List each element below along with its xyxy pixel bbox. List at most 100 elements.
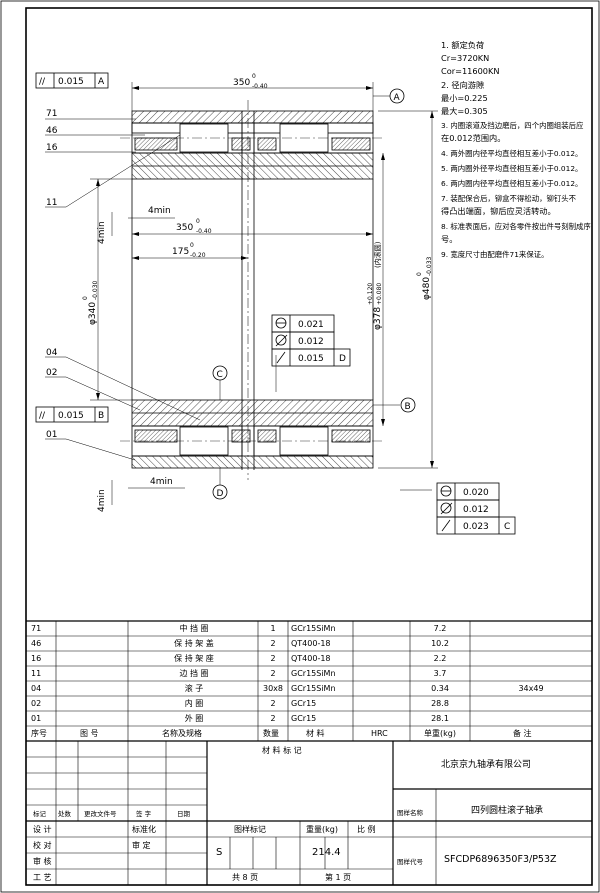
part-name: 外 圈 [184, 714, 204, 723]
part-material: GCr15SiMn [291, 624, 336, 633]
part-material: QT400-18 [291, 639, 331, 648]
part-name: 保 持 架 座 [174, 654, 214, 663]
part-qty: 2 [270, 639, 276, 648]
note-line: 最小=0.225 [441, 93, 488, 103]
header-weight: 单重(kg) [424, 729, 456, 738]
header-material: 材 料 [306, 729, 325, 738]
label-sign: 签 字 [136, 810, 152, 818]
part-qty: 1 [270, 624, 276, 633]
tol-center-3: 0.015 [298, 354, 324, 364]
note-line: 6. 两内圈内径平均直径相互差小于0.012。 [441, 179, 583, 188]
note-line: Cr=3720KN [441, 53, 490, 63]
title-block-grid [26, 741, 592, 885]
label-audit: 审 核 [33, 857, 52, 866]
part-no: 11 [31, 669, 42, 678]
part-remark: 34x49 [518, 684, 544, 693]
part-name: 保 持 架 盖 [174, 639, 214, 648]
dim-width-top-tol: 0 [252, 73, 256, 80]
dim-width-inner-tol: 0 [196, 218, 200, 225]
dim-bore-tol2: -0.030 [92, 280, 99, 300]
mark-value: S [216, 847, 223, 858]
part-material: GCr15 [291, 714, 317, 723]
part-no: 71 [31, 624, 42, 633]
label-check: 校 对 [33, 841, 52, 850]
part-material: GCr15SiMn [291, 669, 336, 678]
label-date: 日期 [177, 810, 190, 818]
label-change-doc: 更改文件号 [84, 810, 117, 818]
tol-center-1: 0.021 [298, 320, 324, 330]
tol-parallel-top-ref: A [98, 77, 105, 87]
part-weight: 7.2 [433, 624, 447, 633]
label-design: 设 计 [33, 825, 52, 834]
label-process: 工 艺 [33, 873, 52, 882]
dim-bore-tol: 0 [82, 296, 89, 300]
balloon-04: 04 [46, 348, 58, 358]
dim-raceway: φ378 [373, 307, 383, 330]
dim-width-top: 350 [233, 78, 250, 88]
tol-parallel-mid-ref: B [98, 411, 104, 421]
part-weight: 0.34 [431, 684, 449, 693]
drawing-code: SFCDP6896350F3/P53Z [444, 854, 557, 865]
part-no: 04 [31, 684, 42, 693]
material-mark: 材 料 标 记 [262, 746, 302, 755]
dim-4min-c: 4min [97, 221, 107, 244]
dim-width-inner: 350 [176, 223, 193, 233]
datum-a: A [394, 93, 401, 103]
dim-raceway-note: (内滚圆) [373, 241, 382, 268]
part-name: 内 圈 [184, 699, 204, 708]
note-line: 4. 两外圈内径平均直径相互差小于0.012。 [441, 149, 583, 158]
part-name: 滚 子 [184, 684, 204, 693]
datum-circles [212, 88, 416, 500]
label-standardize: 标准化 [132, 825, 156, 834]
dim-outer-tol: 0 [416, 272, 423, 276]
label-scale: 比 例 [357, 825, 376, 834]
datum-d: D [217, 489, 224, 499]
part-material: QT400-18 [291, 654, 331, 663]
inner-border [25, 7, 593, 886]
dim-half-width: 175 [172, 247, 189, 257]
gdt-right-frame [436, 482, 516, 535]
tol-center-3-ref: D [339, 354, 346, 364]
header-no: 序号 [31, 729, 47, 738]
label-weight: 重量(kg) [306, 825, 338, 834]
balloon-01: 01 [46, 430, 57, 440]
note-line: 最大=0.305 [441, 106, 488, 116]
part-qty: 2 [270, 654, 276, 663]
balloon-11: 11 [46, 198, 57, 208]
header-code: 图 号 [80, 729, 99, 738]
dim-raceway-tol: +0.120 [367, 283, 374, 305]
part-no: 01 [31, 714, 42, 723]
tol-right-3-ref: C [504, 522, 510, 532]
part-weight: 3.7 [433, 669, 447, 678]
tol-parallel-mid: 0.015 [58, 411, 84, 421]
note-line: 在0.012范围内。 [441, 133, 506, 143]
note-line: 7. 装配保合后，铆盒不得松动，铆钉头不 [441, 194, 577, 203]
balloon-71: 71 [46, 109, 57, 119]
dim-half-width-tol2: -0.20 [190, 252, 206, 259]
sheets-total: 共 8 页 [232, 873, 259, 882]
balloon-16: 16 [46, 143, 58, 153]
parts-table-grid [26, 620, 592, 742]
dim-outer-tol2: -0.033 [426, 256, 433, 276]
dim-outer: φ480 [422, 277, 432, 300]
dim-width-inner-tol2: -0.40 [196, 228, 212, 235]
note-line: 得凸出端面，铆后应灵活转动。 [441, 206, 556, 216]
tol-center-2: 0.012 [298, 337, 324, 347]
note-line: 2. 径向游隙 [441, 80, 485, 90]
note-line: 5. 两内圈外径平均直径相互差小于0.012。 [441, 164, 583, 173]
part-weight: 10.2 [431, 639, 449, 648]
tol-parallel-top: 0.015 [58, 77, 84, 87]
label-drawing-name: 图样名称 [397, 809, 423, 817]
label-review: 审 定 [132, 841, 151, 850]
datum-b: B [405, 402, 411, 412]
part-no: 16 [31, 654, 42, 663]
note-line: 8. 标准表面后，应对各零件按出件号刻制成序 [441, 222, 591, 231]
note-line: 3. 内圈滚道及挡边磨后，四个内圈组装后应 [441, 121, 584, 130]
note-line: 9. 宽度尺寸由配磨件71来保证。 [441, 250, 549, 259]
dim-width-top-tol2: -0.40 [252, 83, 268, 90]
header-name: 名称及规格 [162, 729, 202, 738]
dim-4min-a: 4min [148, 206, 171, 216]
datum-c: C [217, 370, 223, 380]
